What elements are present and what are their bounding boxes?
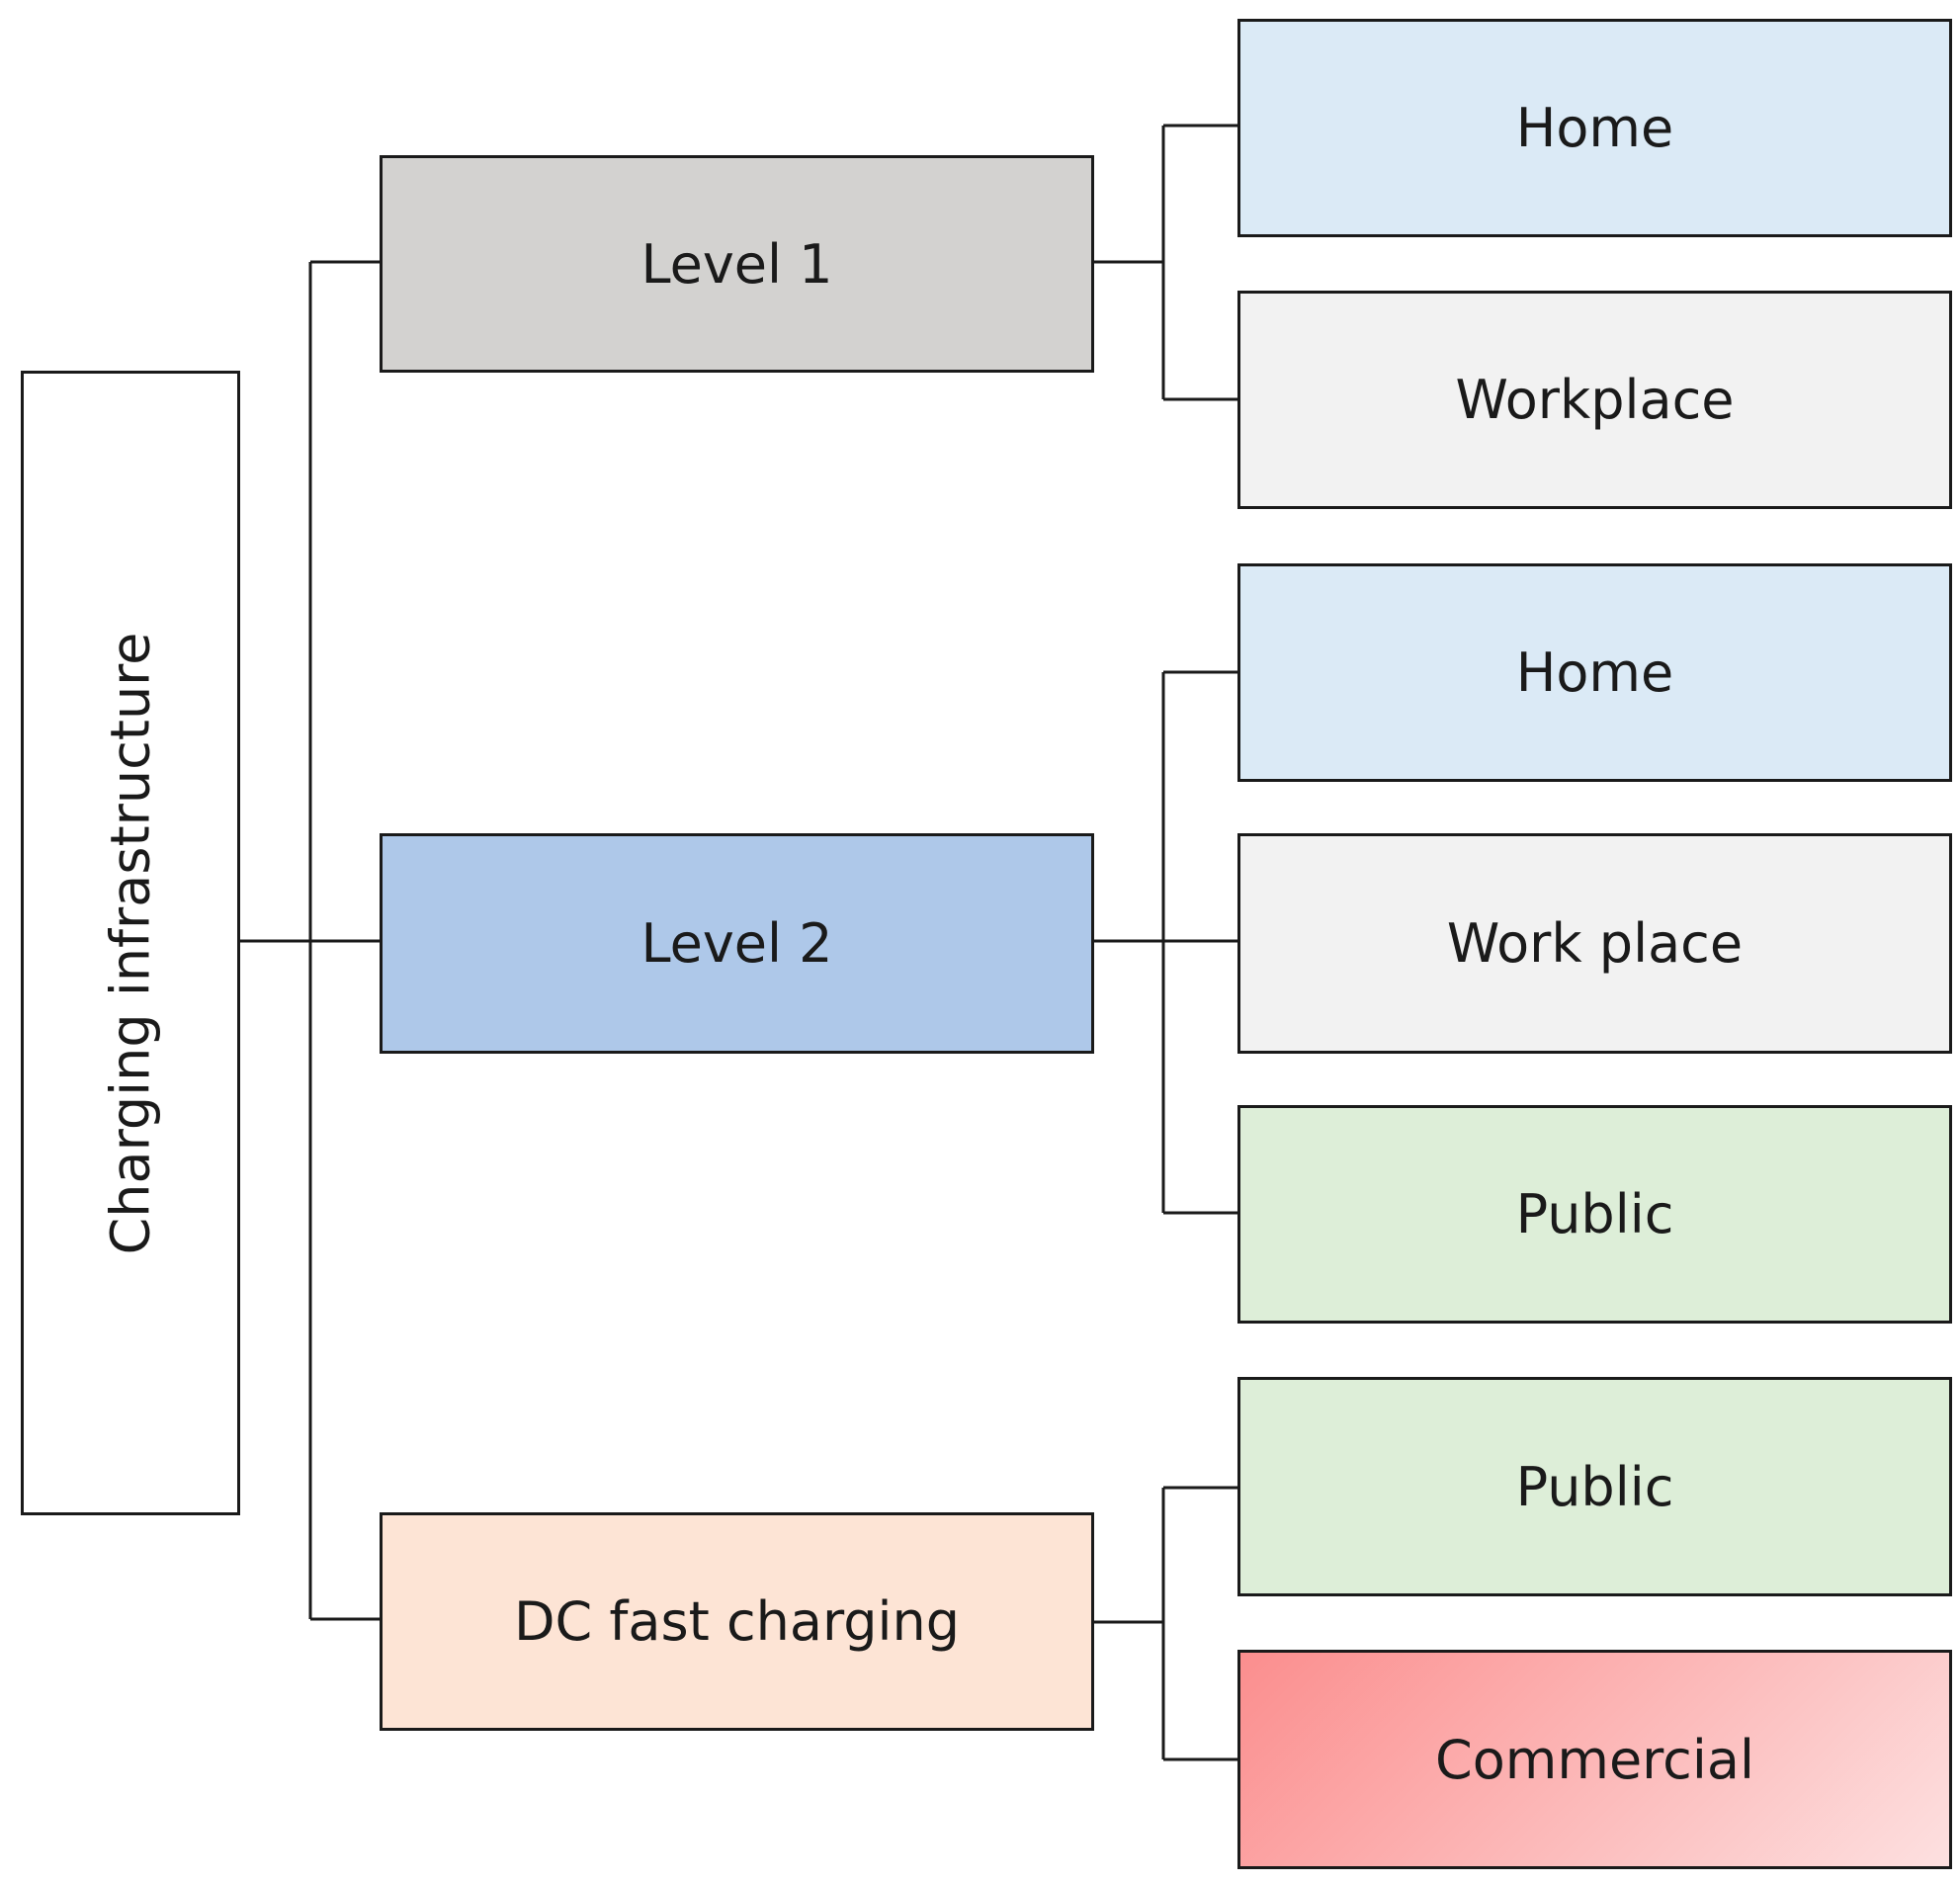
leaf-node-label: Commercial	[1435, 1728, 1754, 1791]
leaf-node-label: Home	[1515, 642, 1674, 704]
leaf-node-label: Work place	[1446, 912, 1744, 975]
leaf-node-label: Public	[1515, 1183, 1674, 1245]
level-node-3: DC fast charging	[380, 1512, 1094, 1731]
leaf-node-dc-public: Public	[1237, 1377, 1952, 1596]
leaf-node-label: Workplace	[1455, 369, 1735, 431]
leaf-node-level-1-home: Home	[1237, 19, 1952, 237]
leaf-node-level-2-public: Public	[1237, 1105, 1952, 1324]
leaf-node-dc-commercial: Commercial	[1237, 1650, 1952, 1869]
level-node-1: Level 1	[380, 155, 1094, 373]
leaf-node-level-1-workplace: Workplace	[1237, 291, 1952, 509]
leaf-node-level-2-home: Home	[1237, 563, 1952, 782]
level-node-label: Level 2	[640, 912, 833, 975]
leaf-node-level-2-work-place: Work place	[1237, 833, 1952, 1054]
root-node: Charging infrastructure	[21, 371, 240, 1515]
leaf-node-label: Home	[1515, 97, 1674, 159]
level-node-2: Level 2	[380, 833, 1094, 1054]
level-node-label: Level 1	[640, 232, 833, 296]
leaf-node-label: Public	[1515, 1455, 1674, 1518]
level-node-label: DC fast charging	[513, 1590, 961, 1653]
root-node-label: Charging infrastructure	[99, 632, 162, 1254]
